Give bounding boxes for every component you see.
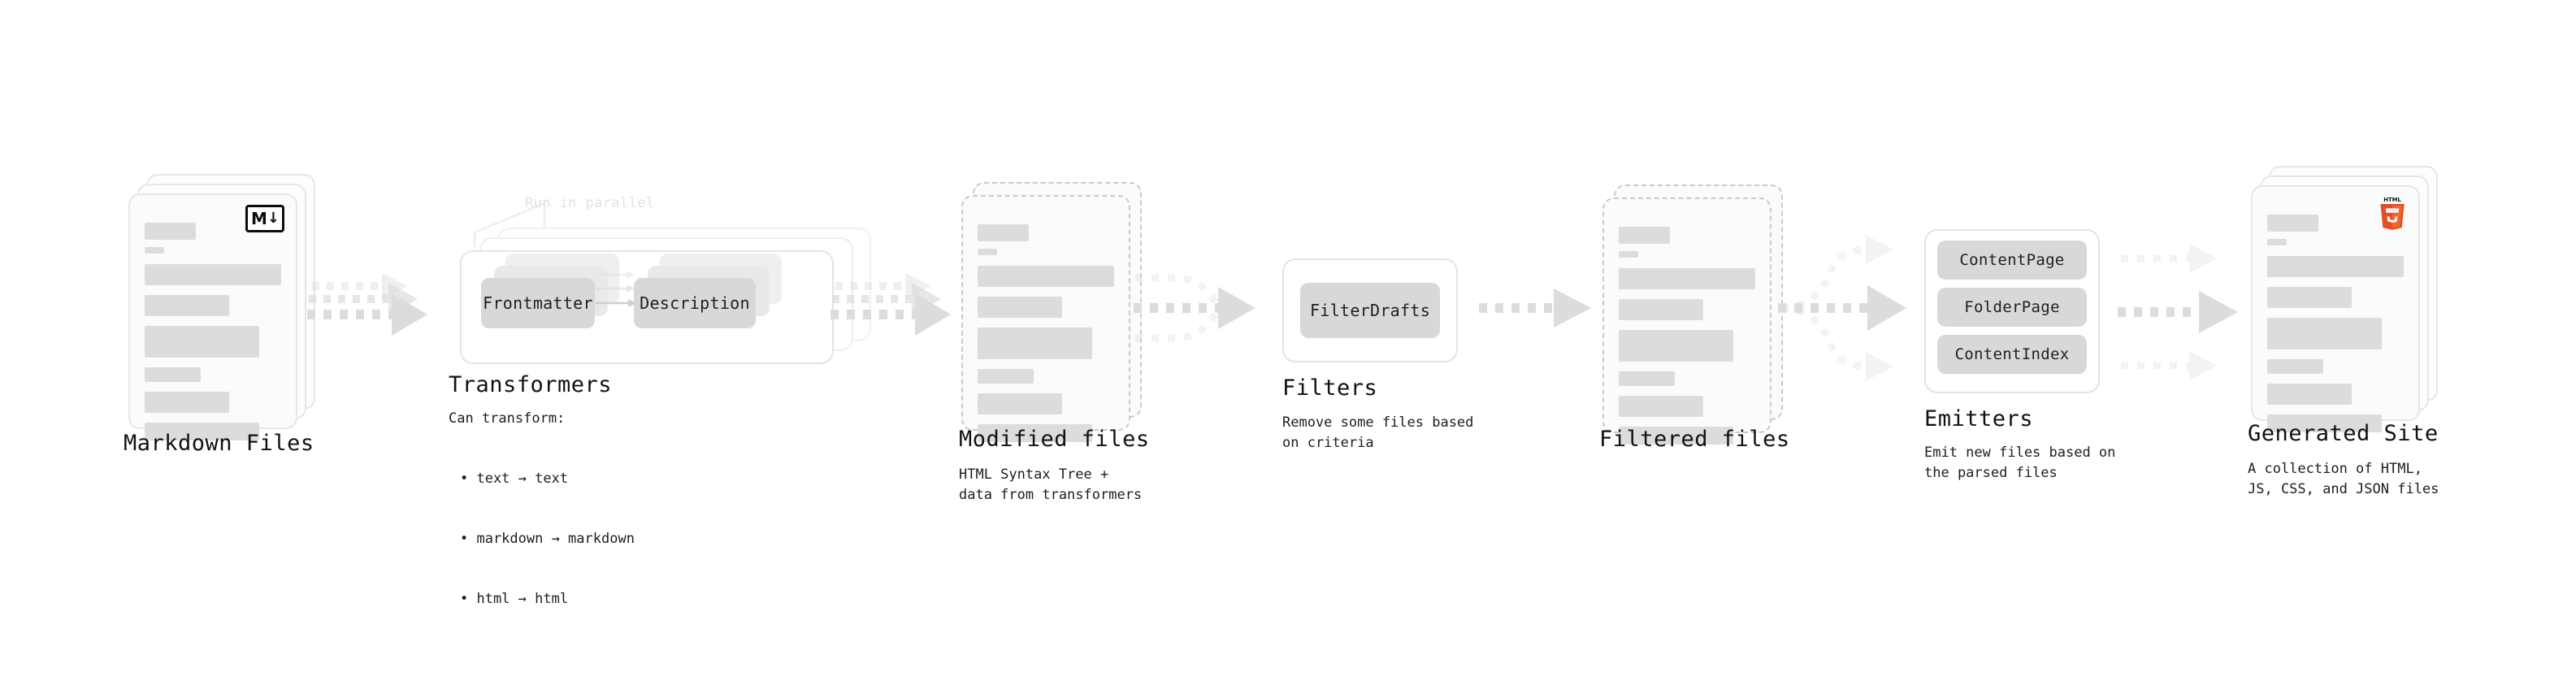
skeleton-bar: [978, 297, 1063, 318]
generated-site-subtitle: A collection of HTML, JS, CSS, and JSON …: [2248, 461, 2439, 497]
arrow-filtered-to-emitters: [1778, 232, 1924, 394]
skeleton-bar: [1619, 251, 1638, 258]
skeleton-bar: [2267, 256, 2404, 277]
transformers-title: Transformers: [449, 372, 613, 397]
transformer-bullet: • text → text: [460, 471, 569, 488]
transformers-bullet-list: • text → text • markdown → markdown • ht…: [460, 429, 635, 649]
skeleton-bar: [1619, 371, 1675, 386]
modified-files-subtitle: HTML Syntax Tree + data from transformer…: [959, 466, 1143, 503]
skeleton-bar: [145, 264, 281, 285]
skeleton-bar: [1619, 268, 1755, 289]
run-in-parallel-label: Run in parallel: [525, 195, 655, 211]
arrow-modified-to-filters: [1134, 254, 1264, 375]
filtered-files-title: Filtered files: [1599, 427, 1790, 452]
document-skeleton-lines: [2267, 215, 2404, 440]
generated-site-card-stack: CSS HTML: [2251, 166, 2438, 432]
modified-files-card-stack: [961, 182, 1142, 442]
skeleton-bar: [145, 223, 196, 240]
skeleton-bar: [978, 424, 1093, 442]
skeleton-bar: [2267, 384, 2353, 405]
skeleton-bar: [2267, 215, 2318, 232]
markdown-badge-letter: M: [251, 209, 267, 228]
skeleton-bar: [145, 295, 230, 316]
filters-title: Filters: [1282, 375, 1378, 401]
document-skeleton-lines: [1619, 227, 1755, 452]
filtered-file-card-front: [1602, 197, 1772, 445]
emitters-subtitle: Emit new files based on the parsed files: [1924, 445, 2116, 481]
generated-site-card-html: HTML: [2251, 185, 2420, 432]
skeleton-bar: [1619, 227, 1670, 244]
emitter-chip-contentpage[interactable]: ContentPage: [1937, 241, 2087, 280]
markdown-badge-arrow: ↓: [267, 210, 280, 227]
arrow-markdown-to-transformers: [307, 268, 429, 358]
skeleton-bar: [145, 326, 260, 358]
transformers-subtitle-intro: Can transform:: [449, 410, 566, 427]
skeleton-bar: [978, 224, 1029, 241]
filter-chip-filterdrafts[interactable]: FilterDrafts: [1300, 283, 1440, 338]
skeleton-bar: [1619, 396, 1704, 417]
skeleton-bar: [2267, 318, 2383, 349]
skeleton-bar: [1619, 427, 1734, 445]
transformer-chip-frontmatter[interactable]: Frontmatter: [481, 278, 595, 328]
skeleton-bar: [145, 367, 201, 382]
skeleton-bar: [978, 327, 1093, 359]
skeleton-bar: [2267, 414, 2383, 432]
skeleton-bar: [978, 249, 997, 255]
skeleton-bar: [1619, 330, 1734, 362]
emitter-chip-folderpage[interactable]: FolderPage: [1937, 288, 2087, 327]
arrow-filters-to-filtered: [1479, 286, 1593, 343]
skeleton-bar: [1619, 299, 1704, 320]
filtered-files-card-stack: [1602, 184, 1783, 445]
skeleton-bar: [145, 247, 164, 254]
markdown-icon: M↓: [245, 205, 284, 232]
skeleton-bar: [978, 369, 1034, 384]
modified-files-title: Modified files: [959, 427, 1150, 452]
generated-site-title: Generated Site: [2248, 421, 2439, 446]
transformer-bullet: • html → html: [460, 591, 569, 608]
transformer-chip-description[interactable]: Description: [634, 278, 756, 328]
markdown-files-title: Markdown Files: [124, 431, 314, 456]
run-in-parallel-bracket: [471, 193, 618, 250]
skeleton-bar: [145, 423, 260, 440]
document-skeleton-lines: [978, 224, 1114, 449]
html5-icon: HTML: [2378, 195, 2407, 230]
skeleton-bar: [978, 393, 1063, 414]
skeleton-bar: [2267, 287, 2353, 308]
markdown-file-card-front: M↓: [128, 193, 297, 440]
skeleton-bar: [2267, 359, 2323, 374]
filters-subtitle: Remove some files based on criteria: [1282, 414, 1474, 451]
document-skeleton-lines: [145, 223, 281, 448]
skeleton-bar: [145, 392, 230, 413]
emitters-title: Emitters: [1924, 406, 2034, 432]
skeleton-bar: [2267, 239, 2287, 245]
markdown-files-card-stack: M↓ M↓ M↓: [128, 174, 315, 440]
modified-file-card-front: [961, 195, 1130, 442]
arrow-transformers-to-modified: [830, 268, 952, 358]
skeleton-bar: [978, 266, 1114, 287]
emitter-chip-contentindex[interactable]: ContentIndex: [1937, 335, 2087, 374]
transformer-inner-arrows: [596, 268, 644, 333]
arrow-emitters-to-site: [2118, 234, 2248, 397]
svg-text:HTML: HTML: [2383, 197, 2401, 203]
transformer-bullet: • markdown → markdown: [460, 531, 635, 548]
